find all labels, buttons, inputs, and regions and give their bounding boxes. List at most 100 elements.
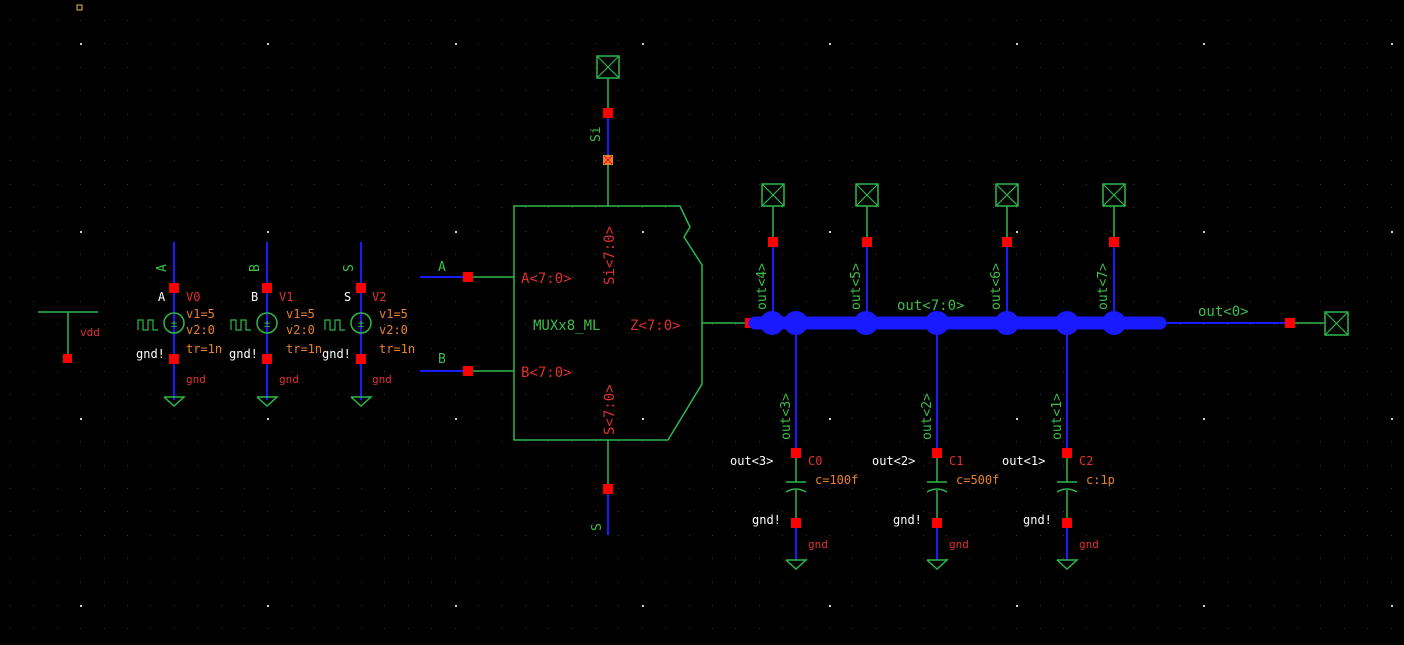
source-v1[interactable]: B ± B V1 v1=5 v2:0 tr=1n gnd! gnd (229, 242, 322, 408)
pin-bottom[interactable] (169, 354, 179, 364)
vdd-symbol[interactable]: vdd (38, 311, 100, 363)
grid-dot (1367, 20, 1368, 21)
grid-dot (806, 582, 807, 583)
cap-c2[interactable]: out<1> out<1> C2 c:1p gnd! gnd (1002, 329, 1115, 571)
si-input-pin[interactable]: Si (589, 55, 620, 206)
grid-dot (923, 441, 924, 442)
grid-dot (689, 394, 690, 395)
cap-c0[interactable]: out<3> out<3> C0 c=100f gnd! gnd (730, 329, 858, 571)
plus-minus-glyph: ± (171, 317, 178, 330)
grid-dot (1110, 441, 1111, 442)
pin-terminal[interactable] (1002, 237, 1012, 247)
grid-dot (946, 43, 947, 44)
grid-dot (1274, 348, 1275, 349)
grid-dot (197, 441, 198, 442)
grid-dot (993, 394, 994, 395)
grid-dot (1250, 67, 1251, 68)
top-tap-out5[interactable]: out<5> (849, 183, 879, 317)
pin-terminal[interactable] (1109, 237, 1119, 247)
grid-dot (33, 67, 34, 68)
grid-dot (57, 605, 58, 606)
grid-dot (384, 43, 385, 44)
source-v0[interactable]: A ± A V0 v1=5 v2:0 tr=1n gnd! gnd (136, 242, 222, 408)
grid-dot (993, 371, 994, 372)
top-tap-out7[interactable]: out<7> (1096, 183, 1126, 317)
grid-dot (384, 137, 385, 138)
grid-dot (642, 371, 643, 372)
pin-bottom[interactable] (791, 518, 801, 528)
output-bus[interactable]: out<7:0> out<0> (748, 298, 1349, 336)
top-tap-out6[interactable]: out<6> (989, 183, 1019, 317)
s-pin-terminal[interactable] (603, 484, 613, 494)
source-v2[interactable]: S ± S V2 v1=5 v2:0 tr=1n gnd! gnd (322, 242, 415, 408)
grid-dot (525, 160, 526, 161)
grid-dot (57, 371, 58, 372)
pin-terminal[interactable] (862, 237, 872, 247)
grid-dot (899, 137, 900, 138)
gnd-net-label: gnd! (322, 347, 351, 361)
pin-bottom[interactable] (262, 354, 272, 364)
pin-terminal[interactable] (768, 237, 778, 247)
grid-dot (806, 160, 807, 161)
plus-minus-glyph: ± (264, 317, 271, 330)
si-pin-terminal[interactable] (603, 108, 613, 118)
out0-pin-terminal[interactable] (1285, 318, 1295, 328)
pin-top[interactable] (932, 448, 942, 458)
grid-dot (10, 628, 11, 629)
grid-dot (1227, 137, 1228, 138)
pin-top[interactable] (1062, 448, 1072, 458)
grid-dot (1040, 20, 1041, 21)
grid-dot (1110, 418, 1111, 419)
grid-dot (665, 277, 666, 278)
grid-dot (923, 184, 924, 185)
b-pin-terminal[interactable] (463, 366, 473, 376)
grid-dot (57, 43, 58, 44)
grid-dot (759, 254, 760, 255)
grid-major-dot (642, 418, 644, 420)
grid-dot (946, 628, 947, 629)
grid-dot (1180, 605, 1181, 606)
grid-dot (735, 535, 736, 536)
grid-dot (1274, 628, 1275, 629)
grid-dot (10, 418, 11, 419)
grid-dot (33, 137, 34, 138)
pin-top[interactable] (169, 283, 179, 293)
grid-dot (267, 535, 268, 536)
pin-top[interactable] (356, 283, 366, 293)
grid-dot (1250, 511, 1251, 512)
grid-dot (57, 231, 58, 232)
grid-dot (993, 231, 994, 232)
a-pin-terminal[interactable] (463, 272, 473, 282)
vdd-pin[interactable] (63, 354, 72, 363)
grid-dot (1320, 43, 1321, 44)
gnd-icon (785, 559, 808, 571)
pin-bottom[interactable] (932, 518, 942, 528)
grid-dot (197, 371, 198, 372)
grid-dot (852, 441, 853, 442)
grid-dot (244, 277, 245, 278)
grid-dot (548, 348, 549, 349)
grid-dot (1320, 277, 1321, 278)
pin-top[interactable] (791, 448, 801, 458)
grid-dot (291, 605, 292, 606)
top-tap-out4[interactable]: out<4> (755, 183, 785, 317)
grid-dot (665, 418, 666, 419)
grid-dot (1086, 231, 1087, 232)
grid-dot (548, 90, 549, 91)
grid-dot (1344, 160, 1345, 161)
cap-c1[interactable]: out<2> out<2> C1 c=500f gnd! gnd (872, 329, 999, 571)
mux-instance[interactable]: A<7:0> B<7:0> Si<7:0> S<7:0> MUXx8_ML Z<… (420, 205, 755, 535)
grid-dot (1250, 277, 1251, 278)
grid-dot (291, 582, 292, 583)
grid-dot (689, 465, 690, 466)
grid-dot (361, 20, 362, 21)
grid-dot (782, 558, 783, 559)
pin-bottom[interactable] (1062, 518, 1072, 528)
grid-dot (1367, 582, 1368, 583)
pin-top[interactable] (262, 283, 272, 293)
grid-dot (1086, 371, 1087, 372)
pin-bottom[interactable] (356, 354, 366, 364)
grid-dot (782, 43, 783, 44)
grid-dot (431, 628, 432, 629)
